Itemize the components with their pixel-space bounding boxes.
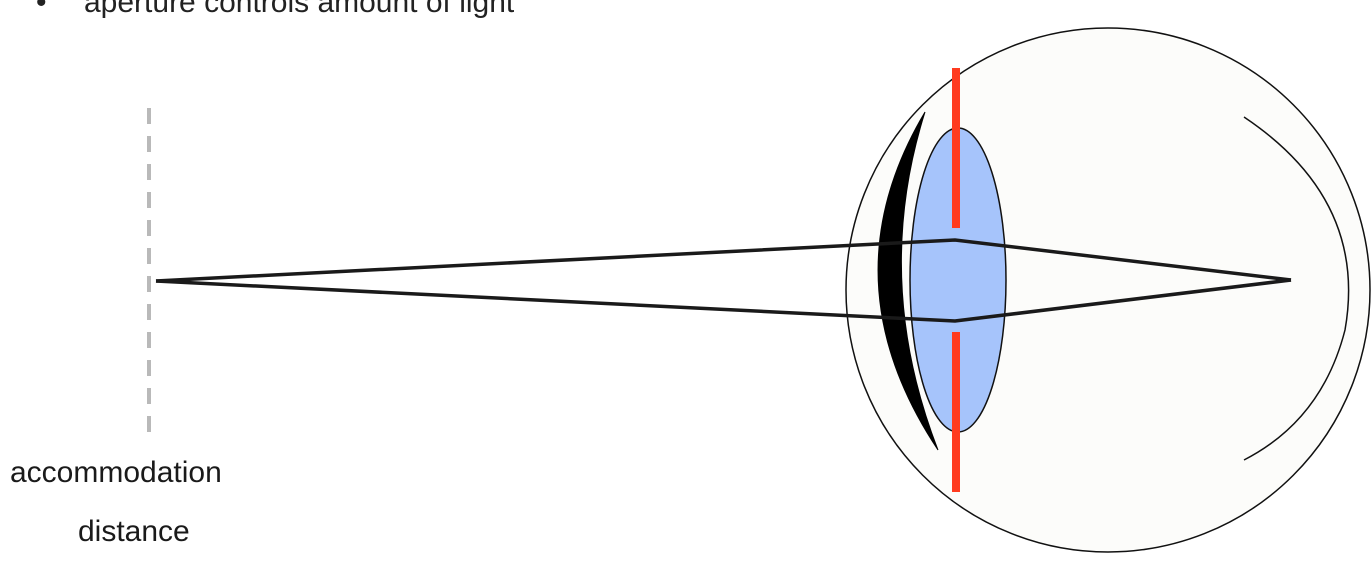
caption-distance: distance [78, 515, 190, 548]
bullet-text: aperture controls amount of light [84, 0, 515, 19]
bullet-marker: • [36, 0, 47, 19]
ray-upper [155, 238, 1292, 283]
ray-lower [155, 278, 1292, 323]
retina [1243, 116, 1350, 461]
bullet-point: • aperture controls amount of light [36, 0, 514, 26]
cornea [877, 111, 939, 451]
caption-accommodation: accommodation [10, 456, 222, 489]
